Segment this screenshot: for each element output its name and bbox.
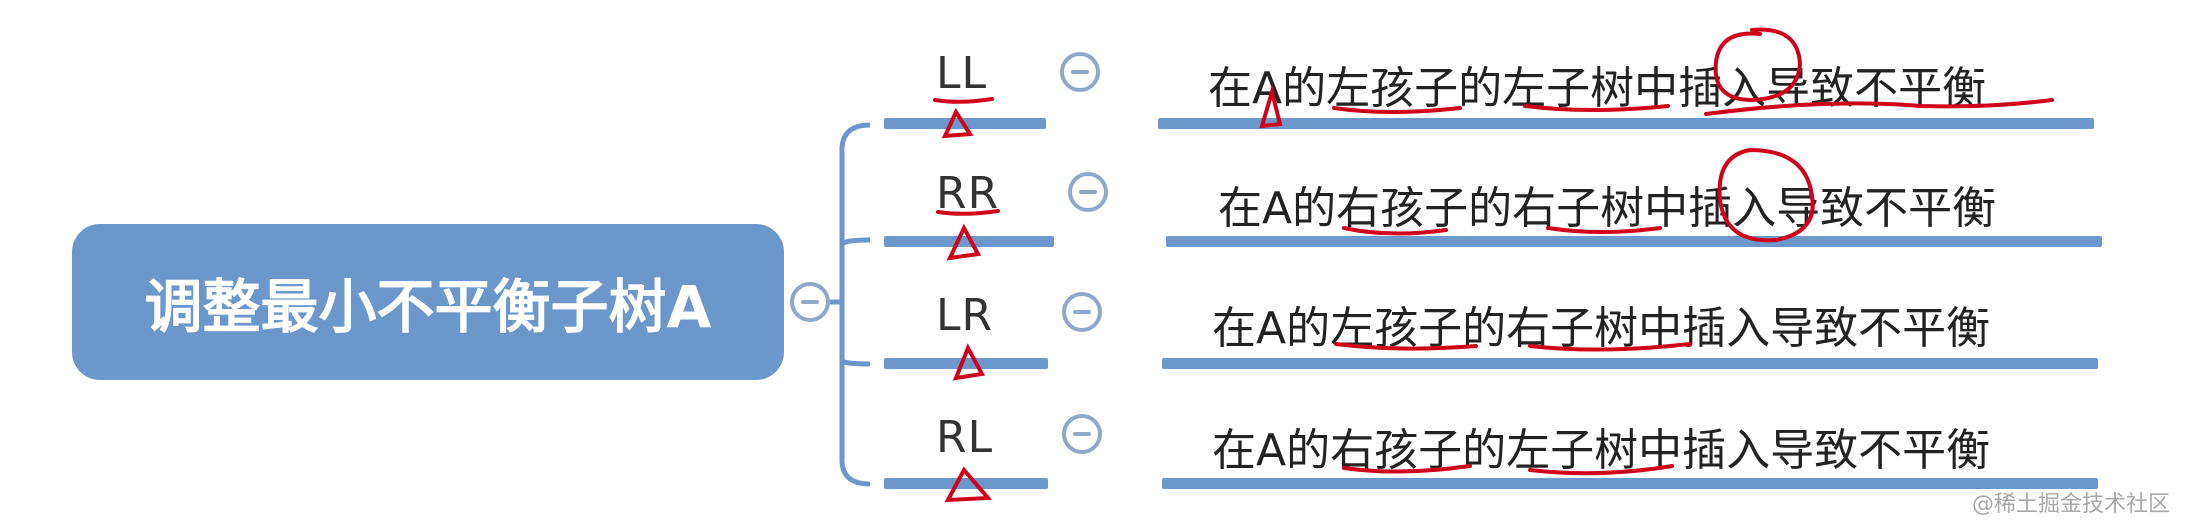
branch-rr-bar-desc [1166,236,2102,247]
annotation-underline-ll-3 [1704,98,2054,116]
branch-lr-bar-code [884,358,1048,369]
annotation-delta-rr [946,223,982,261]
branch-code-rl[interactable]: RL [936,412,994,463]
annotation-underline-rr-code [936,209,1000,216]
branch-rl-collapse-icon[interactable] [1062,414,1102,454]
root-node[interactable]: 调整最小不平衡子树A [72,224,784,380]
annotation-underline-lr-2 [1528,342,1692,352]
branch-description-rr[interactable]: 在A的右孩子的右子树中插入导致不平衡 [1218,183,1997,234]
annotation-circle-rr [1717,148,1815,243]
branch-ll-bar-desc [1158,118,2094,129]
annotation-circle-ll [1713,27,1803,103]
annotation-underline-lr-1 [1334,342,1478,351]
branch-code-ll[interactable]: LL [936,48,988,99]
branch-ll-collapse-icon[interactable] [1060,52,1100,92]
branch-rr-collapse-icon[interactable] [1068,172,1108,212]
root-collapse-icon[interactable] [790,282,830,322]
annotation-delta-lr [952,343,986,381]
root-label: 调整最小不平衡子树A [144,273,712,341]
branch-lr-collapse-icon[interactable] [1062,292,1102,332]
branch-lr-bar-desc [1162,358,2098,369]
annotation-underline-ll-1 [1332,106,1462,114]
watermark: @稀土掘金技术社区 [1971,492,2170,517]
branch-rl-bar-desc [1162,478,2098,489]
annotation-underline-ll-2 [1523,104,1670,112]
annotation-arrow-a [1259,84,1283,129]
annotation-underline-ll-code [933,97,994,104]
branch-description-ll[interactable]: 在A的左孩子的左子树中插入导致不平衡 [1208,63,1987,114]
branch-code-lr[interactable]: LR [936,290,994,341]
annotation-delta-ll [941,107,974,139]
annotation-underline-rl-2 [1528,464,1674,476]
branch-rl-bar-code [884,478,1048,489]
branch-description-rl[interactable]: 在A的右孩子的左子树中插入导致不平衡 [1212,425,1991,476]
annotation-delta-rl [944,466,993,503]
annotation-underline-rr-1 [1342,226,1448,236]
annotation-underline-rl-1 [1342,464,1472,474]
annotation-underline-rr-2 [1546,226,1662,234]
